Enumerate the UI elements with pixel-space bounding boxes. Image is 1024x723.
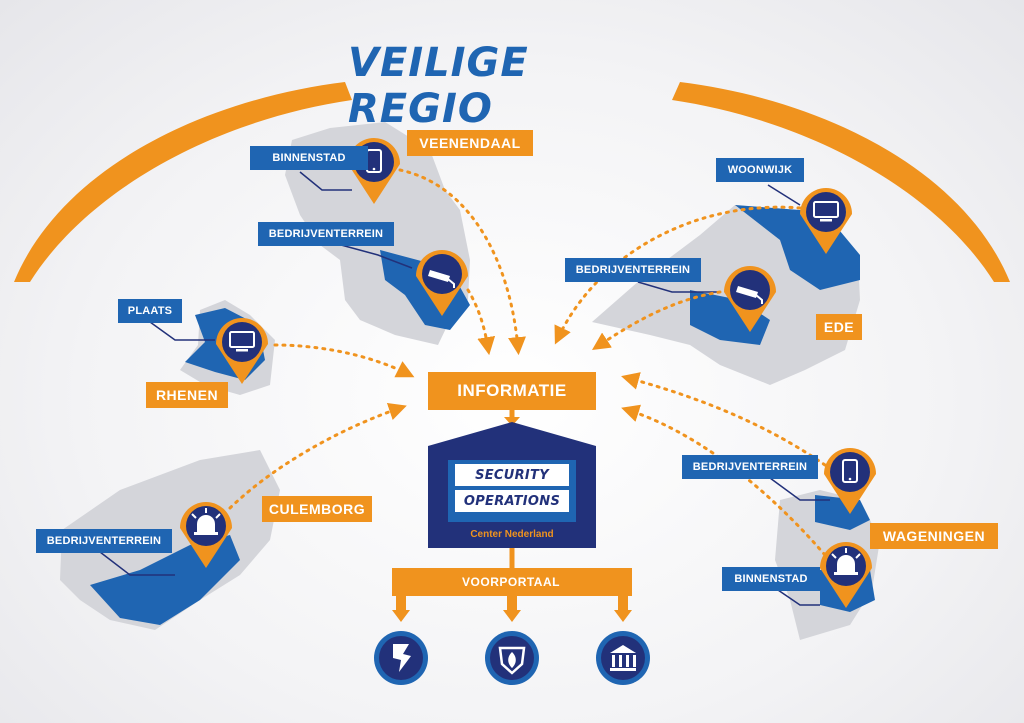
region-label-ede: EDE	[816, 314, 862, 340]
flow-ede-bedrijventerrein	[591, 290, 722, 350]
voorportaal-branch-middle	[507, 596, 517, 612]
location-label-woonwijk: WOONWIJK	[716, 158, 804, 182]
page-title: VEILIGE REGIO	[348, 40, 529, 132]
region-label-wageningen: WAGENINGEN	[870, 523, 998, 549]
arrow-head	[504, 417, 520, 426]
arrow-head	[392, 610, 410, 622]
siren-icon	[180, 502, 232, 568]
location-label-bedrijventerrein: BEDRIJVENTERREIN	[565, 258, 701, 282]
leader-line	[329, 241, 413, 269]
leader-line	[149, 321, 215, 341]
soc-logo-operations: OPERATIONS	[455, 490, 569, 512]
soc-logo-security: SECURITY	[455, 464, 569, 486]
location-label-bedrijventerrein: BEDRIJVENTERREIN	[682, 455, 818, 479]
soc-subtitle: Center Nederland	[470, 528, 554, 540]
arrow-head	[614, 610, 632, 622]
voorportaal-branch-right	[618, 596, 628, 612]
location-label-bedrijventerrein: BEDRIJVENTERREIN	[258, 222, 394, 246]
leader-line	[767, 184, 801, 206]
flow-veenendaal-binnenstad	[398, 168, 526, 356]
leader-line	[769, 477, 830, 501]
arrow-head	[503, 610, 521, 622]
region-label-veenendaal: VEENENDAAL	[407, 130, 533, 156]
security-camera-icon	[724, 266, 776, 332]
voorportaal-branch-left	[396, 596, 406, 612]
leader-line	[299, 171, 352, 191]
fire-department-icon	[485, 631, 539, 685]
location-label-binnenstad: BINNENSTAD	[722, 567, 820, 591]
municipality-icon	[596, 631, 650, 685]
flow-wageningen-bedrijventerrein	[621, 372, 827, 467]
voorportaal-label: VOORPORTAAL	[462, 575, 560, 589]
veenendaal-business-area	[380, 250, 470, 330]
leader-line	[777, 589, 820, 606]
region-label-culemborg: CULEMBORG	[262, 496, 372, 522]
region-arc-left	[14, 82, 352, 282]
voorportaal-bar	[392, 568, 632, 596]
region-arc-right	[672, 82, 1010, 282]
police-icon	[374, 631, 428, 685]
informatie-box: INFORMATIE	[428, 372, 596, 410]
location-label-plaats: PLAATS	[118, 299, 182, 323]
flow-veenendaal-bedrijventerrein	[466, 288, 496, 356]
security-camera-icon	[416, 250, 468, 316]
flow-culemborg	[228, 402, 407, 510]
location-label-binnenstad: BINNENSTAD	[250, 146, 368, 170]
siren-icon	[820, 542, 872, 608]
monitor-icon	[800, 188, 852, 254]
flow-rhenen	[273, 343, 415, 378]
leader-line	[99, 551, 175, 576]
flow-ede-woonwijk	[554, 205, 802, 345]
location-label-bedrijventerrein: BEDRIJVENTERREIN	[36, 529, 172, 553]
region-label-rhenen: RHENEN	[146, 382, 228, 408]
monitor-icon	[216, 318, 268, 384]
leader-line	[637, 281, 720, 293]
smartphone-icon	[824, 448, 876, 514]
